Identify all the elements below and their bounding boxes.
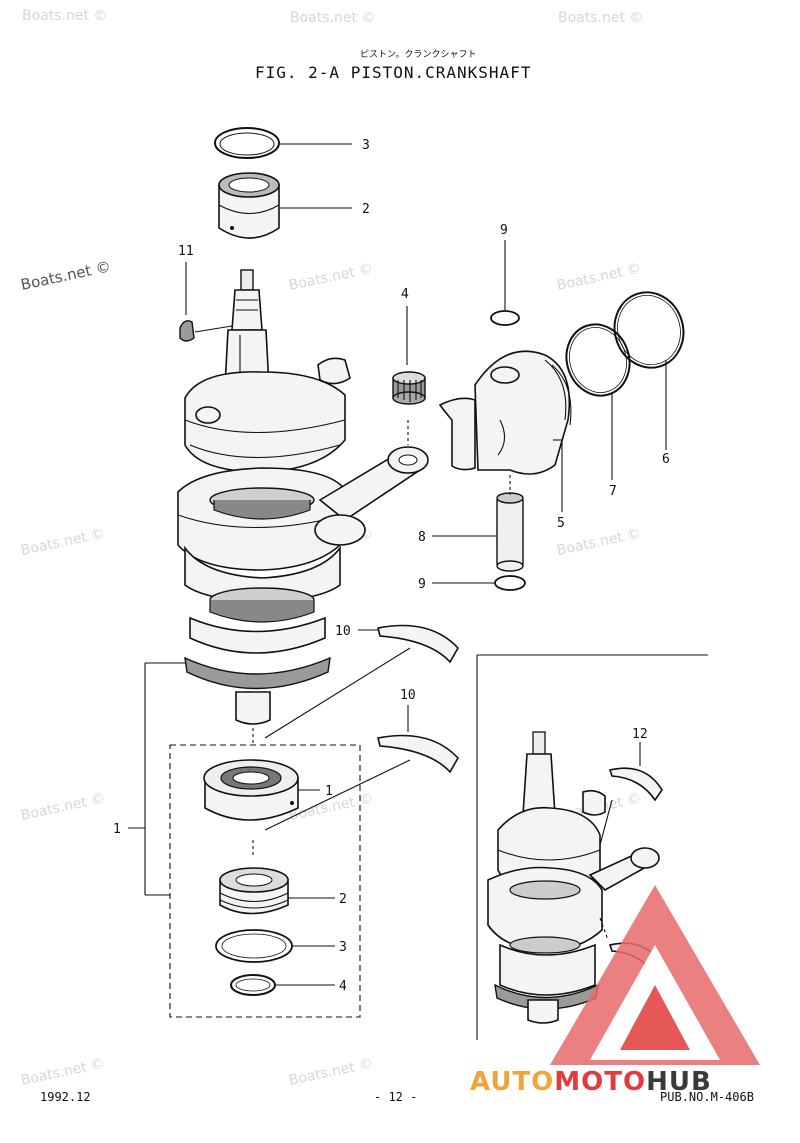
callout-labels: 3 2 11 9 4 6 7 5 8 9 10 10 1 1 2 3 4 12 … — [113, 138, 670, 1006]
inset-crankshaft-part — [487, 731, 660, 1024]
watermark: Boats.net © — [556, 526, 643, 559]
footer-date: 1992.12 — [40, 1090, 91, 1104]
piston-ring-part — [613, 291, 685, 450]
circlip-top-part — [490, 240, 520, 326]
piston-pin-part — [432, 475, 524, 572]
watermark: Boats.net © — [558, 10, 643, 26]
brand-moto: MOTO — [554, 1067, 646, 1097]
o-ring-part — [214, 127, 352, 159]
piston-part — [438, 350, 572, 512]
watermark: Boats.net © — [20, 526, 107, 559]
woodruff-key-part — [179, 262, 233, 342]
watermark: Boats.net © — [556, 261, 643, 294]
watermark: Boats.net © — [20, 791, 107, 824]
callout-label: 2 — [362, 202, 370, 217]
watermark: Boats.net © — [288, 1056, 375, 1089]
callout-label: 5 — [557, 516, 565, 531]
callout-label: 7 — [609, 484, 617, 499]
circlip-bottom-part — [432, 575, 526, 591]
watermark: Boats.net © — [290, 10, 375, 26]
svg-text:AUTOMOTOHUB: AUTOMOTOHUB — [470, 1067, 712, 1097]
needle-bearing-part — [392, 306, 426, 405]
callout-label: 9 — [418, 577, 426, 592]
assembly-bracket — [128, 662, 361, 1018]
callout-label: 12 — [632, 727, 648, 742]
thrust-bearing-half-part — [264, 705, 459, 831]
brand-auto: AUTO — [470, 1067, 554, 1097]
page-subtitle: ピストン。クランクシャフト — [360, 49, 476, 60]
oil-seal-part — [219, 867, 335, 915]
watermark: Boats.net © — [288, 261, 375, 294]
callout-label: 1 — [113, 822, 121, 837]
callout-label: 10 — [400, 688, 416, 703]
callout-label: 3 — [362, 138, 370, 153]
thrust-bearing-half-part — [264, 624, 459, 739]
watermark: Boats.net © — [22, 8, 107, 24]
callout-label: 8 — [418, 530, 426, 545]
callout-label: 1 — [325, 784, 333, 799]
callout-label: 4 — [401, 287, 409, 302]
main-bearing-ring — [209, 487, 315, 520]
bearing-part — [218, 172, 352, 239]
ball-bearing-part — [203, 759, 320, 858]
callout-label: 3 — [339, 940, 347, 955]
connecting-rod-part — [314, 420, 429, 546]
brand-hub: HUB — [646, 1067, 712, 1097]
crankshaft-part — [177, 269, 351, 725]
callout-label: 9 — [500, 223, 508, 238]
watermark: Boats.net © — [20, 1056, 107, 1089]
footer-publication-number: PUB.NO.M-406B — [660, 1090, 754, 1104]
callout-label: 6 — [662, 452, 670, 467]
piston-ring-part — [565, 323, 631, 480]
callout-label: 11 — [178, 244, 194, 259]
brand-logo: AUTOMOTOHUB — [470, 885, 760, 1097]
watermark: Boats.net © — [19, 257, 112, 294]
callout-label: 2 — [339, 892, 347, 907]
page-title: FIG. 2-A PISTON.CRANKSHAFT — [255, 63, 531, 82]
inset-bearing-half-part — [599, 742, 663, 846]
footer-page-number: - 12 - — [374, 1090, 417, 1104]
snap-ring-part — [230, 974, 335, 996]
callout-label: 4 — [339, 979, 347, 994]
callout-label: 10 — [335, 624, 351, 639]
o-ring-small-part — [215, 929, 335, 963]
inset-frame — [476, 654, 708, 1040]
